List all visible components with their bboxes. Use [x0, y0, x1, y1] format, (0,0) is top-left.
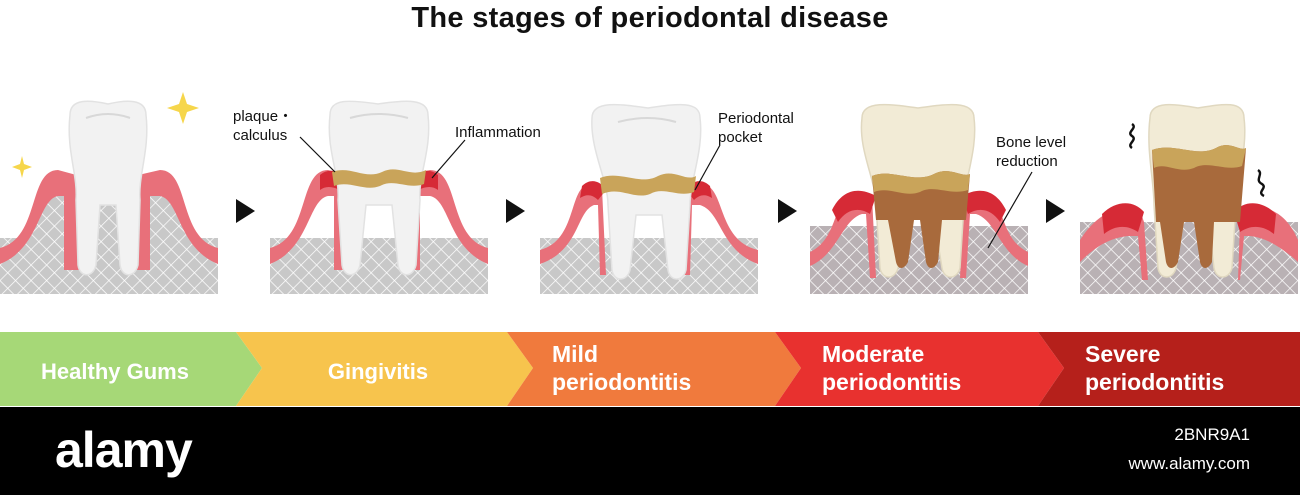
plaque — [600, 173, 696, 196]
decay — [872, 171, 970, 268]
tooth — [328, 100, 430, 276]
tooth-panel-mild — [540, 103, 758, 294]
stage-chevron-mild — [507, 332, 801, 406]
stage-chevron-gingivitis — [236, 332, 533, 406]
image-id: 2BNR9A1 — [1174, 425, 1250, 444]
tooth-panel-severe — [1080, 103, 1298, 294]
stage-chevron-moderate — [775, 332, 1064, 406]
gum — [810, 192, 1028, 278]
label-plaque-line1: plaque・ — [233, 108, 293, 125]
stage-label-severe-line1: Severe — [1085, 341, 1160, 367]
tooth-panel-moderate — [810, 103, 1033, 294]
tooth-panel-gingivitis — [270, 100, 488, 294]
gum — [270, 170, 488, 270]
progress-arrow-icon — [506, 199, 525, 223]
stage-chevron-healthy — [0, 332, 262, 406]
alamy-logo: alamy — [55, 422, 193, 478]
page-title: The stages of periodontal disease — [411, 2, 889, 34]
plaque — [332, 169, 426, 188]
stage-label-mild-line2: periodontitis — [552, 369, 691, 395]
stage-bar: Healthy Gums Gingivitis Mild periodontit… — [0, 332, 1300, 406]
label-inflammation: Inflammation — [455, 124, 541, 141]
label-bone-line1: Bone level — [996, 134, 1066, 151]
label-bone-line2: reduction — [996, 153, 1058, 170]
progress-arrow-icon — [1046, 199, 1065, 223]
stage-label-severe-line2: periodontitis — [1085, 369, 1224, 395]
stage-label-moderate-line2: periodontitis — [822, 369, 961, 395]
progress-arrow-icon — [236, 199, 255, 223]
bone-area — [810, 226, 1028, 294]
sparkle-icon — [167, 92, 199, 124]
pain-wiggle-icon — [1129, 123, 1135, 149]
site-url[interactable]: www.alamy.com — [1128, 454, 1250, 473]
tooth-panel-healthy — [0, 92, 218, 294]
label-pocket-line2: pocket — [718, 129, 763, 146]
diagram: plaque・ calculus Inflammation Periodonta… — [0, 92, 1300, 406]
stage-chevron-severe — [1038, 332, 1300, 406]
gum — [0, 170, 218, 270]
sparkle-icon — [12, 156, 32, 178]
stage-label-mild-line1: Mild — [552, 341, 598, 367]
stage-label-moderate-line1: Moderate — [822, 341, 924, 367]
stage-label-gingivitis: Gingivitis — [328, 359, 428, 384]
label-pocket-line1: Periodontal — [718, 110, 794, 127]
stage-label-healthy: Healthy Gums — [41, 359, 189, 384]
tooth — [68, 100, 148, 276]
label-plaque-line2: calculus — [233, 127, 287, 144]
progress-arrow-icon — [778, 199, 797, 223]
decay — [1152, 145, 1246, 268]
pain-wiggle-icon — [1257, 169, 1265, 198]
footer-bar: alamy 2BNR9A1 www.alamy.com — [0, 407, 1300, 495]
